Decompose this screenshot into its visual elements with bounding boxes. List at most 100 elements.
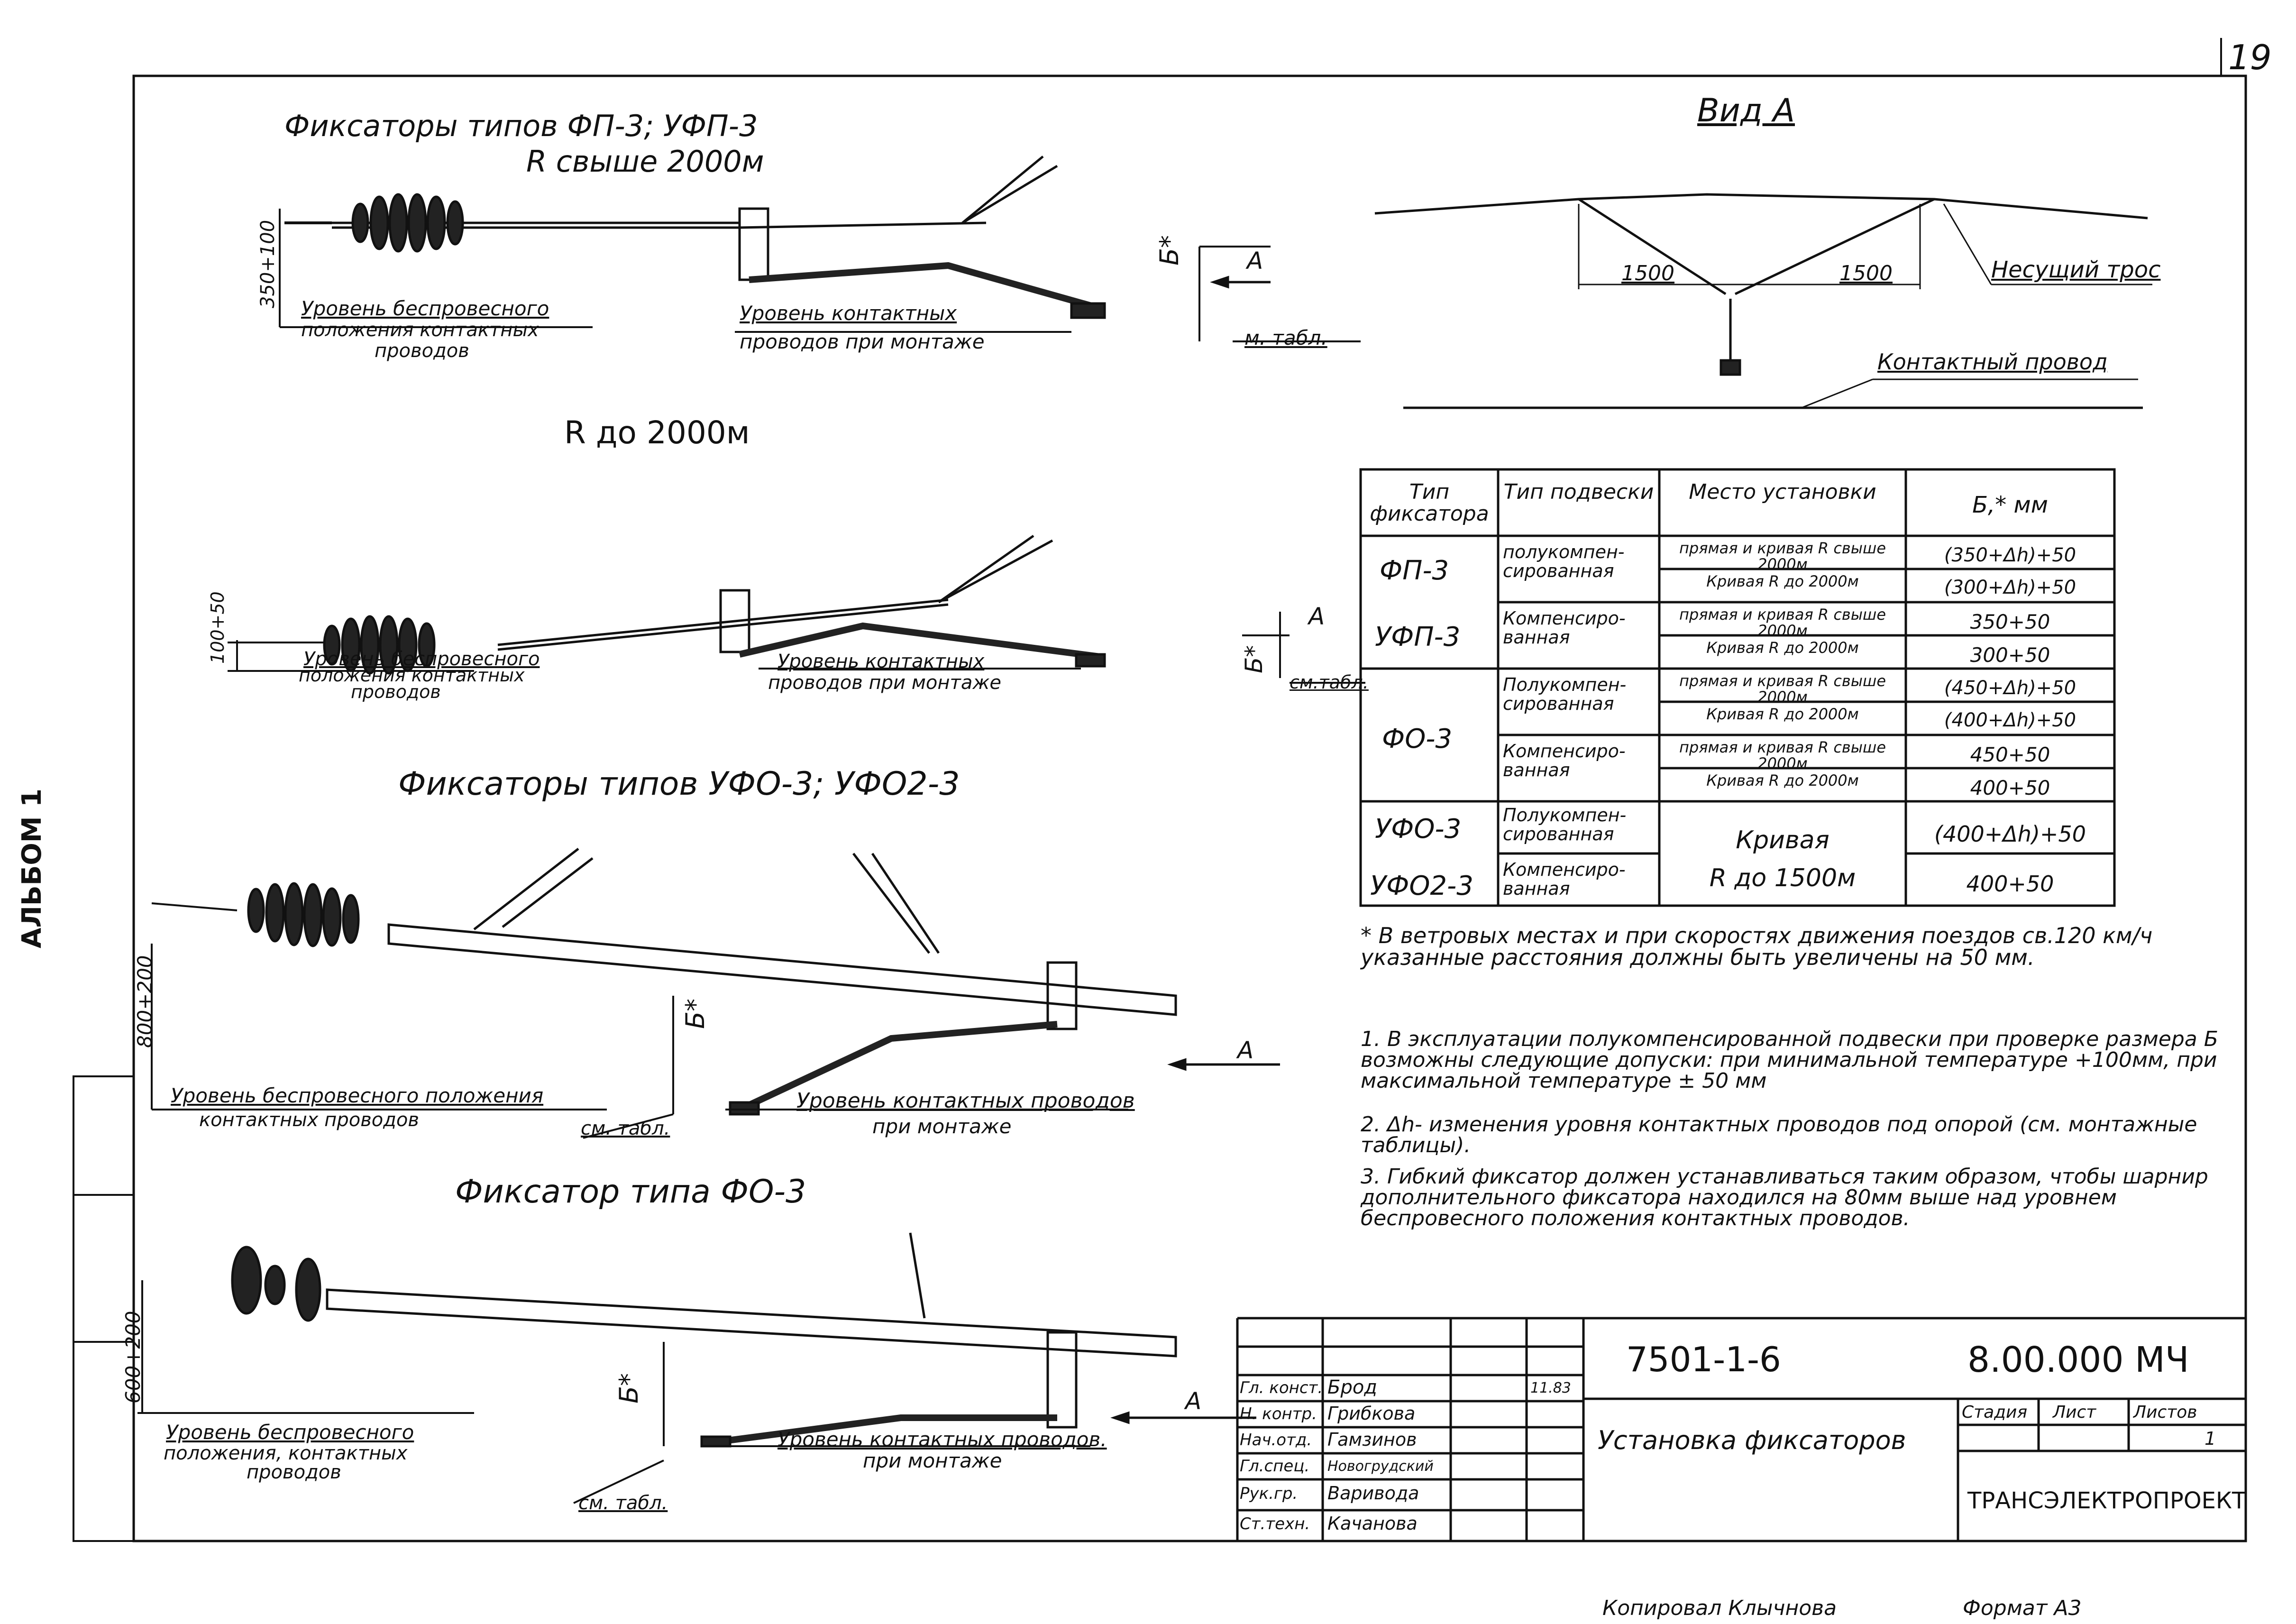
table-place-5: прямая и кривая R свыше 2000м (1679, 672, 1886, 706)
table-fixator-ufo3: УФО-3 (1375, 814, 1462, 844)
section2-b-star: Б* (1240, 645, 1268, 673)
table-header-suspension: Тип подвески (1503, 480, 1654, 504)
tb-sheets-label: Листов (2133, 1403, 2197, 1422)
tb-code: 8.00.000 МЧ (1967, 1340, 2189, 1380)
insulator-3 (247, 882, 360, 947)
view-a-drawing (1374, 193, 2152, 409)
tb-name-6: Качанова (1327, 1513, 1418, 1534)
fixator-fp3-drawing (279, 156, 1361, 342)
table-suspension-3: Полукомпен-сированная (1503, 674, 1627, 714)
left-binding-strip (73, 1075, 135, 1542)
table-place-3: прямая и кривая R свыше 2000м (1679, 606, 1886, 640)
tb-role-1: Гл. конст. (1240, 1378, 1323, 1397)
section1-level1-line3: проводов (375, 340, 469, 362)
table-value-3: 350+50 (1970, 610, 2050, 633)
section1-level1-line1: Уровень беспровесного (301, 297, 549, 320)
section1-b-star: Б* (1154, 235, 1184, 266)
view-a-title: Вид А (1697, 92, 1795, 129)
table-fixator-ufp3: УФП-3 (1375, 622, 1461, 652)
section2-title: R до 2000м (564, 414, 750, 451)
table-place-9: Кривая (1736, 826, 1829, 854)
section2-level2-line1: Уровень контактных (778, 651, 985, 672)
view-a-dim-left: 1500 (1621, 261, 1674, 285)
section3-level2-line2: при монтаже (872, 1115, 1012, 1138)
section2-level1-line2: положения контактных (299, 665, 525, 686)
view-a-dim-right: 1500 (1839, 261, 1893, 285)
bottom-copied: Копировал Клычнова (1602, 1596, 1837, 1620)
album-label: АЛЬБОМ 1 (17, 788, 47, 948)
insulator-1 (351, 193, 464, 253)
section2-level1-line3: проводов (351, 681, 441, 702)
section3-level2-line1: Уровень контактных проводов (796, 1089, 1135, 1113)
section1-see-table: м. табл. (1244, 326, 1327, 349)
section4-level2-line2: при монтаже (863, 1449, 1002, 1472)
section2-see-table: см.табл. (1290, 672, 1369, 693)
section3-arrow-a: А (1237, 1037, 1254, 1064)
table-suspension-2: Компенсиро-ванная (1503, 608, 1626, 648)
section4-title: Фиксатор типа ФО-3 (455, 1173, 806, 1211)
table-suspension-5: Полукомпен-сированная (1503, 805, 1627, 844)
section3-dim-vertical: 800+200 (133, 955, 156, 1048)
section2-level2-line2: проводов при монтаже (768, 672, 1001, 694)
section4-level1-line3: проводов (247, 1461, 341, 1483)
table-value-8: 400+50 (1970, 776, 2050, 799)
tb-name-1: Брод (1327, 1376, 1377, 1398)
tb-role-4: Гл.спец. (1240, 1457, 1310, 1476)
table-suspension-6: Компенсиро-ванная (1503, 859, 1626, 899)
section4-arrow-a: А (1185, 1387, 1202, 1415)
table-header-place: Место установки (1689, 480, 1876, 504)
tb-role-5: Рук.гр. (1240, 1484, 1298, 1503)
table-suspension-4: Компенсиро-ванная (1503, 741, 1626, 780)
section4-level1-line1: Уровень беспровесного (166, 1421, 414, 1444)
section2-arrow-a: А (1308, 603, 1325, 630)
table-value-4: 300+50 (1970, 643, 2050, 667)
section4-dim-vertical: 600+200 (121, 1311, 145, 1404)
view-a-label-messenger: Несущий трос (1991, 257, 2161, 283)
tb-name-2: Грибкова (1327, 1403, 1416, 1424)
table-value-6: (400+Δh)+50 (1944, 709, 2076, 731)
tb-sheets-value: 1 (2205, 1428, 2216, 1449)
note-3: 3. Гибкий фиксатор должен устанавливатьс… (1361, 1165, 2208, 1230)
section1-level1-line2: положения контактных (301, 319, 539, 341)
table-value-1: (350+Δh)+50 (1944, 544, 2076, 566)
footnote: * В ветровых местах и при скоростях движ… (1361, 923, 2153, 970)
bottom-format: Формат А3 (1963, 1596, 2082, 1620)
page-number: 19 (2228, 37, 2272, 77)
section4-see-table: см. табл. (578, 1492, 668, 1514)
tb-role-2: Н. контр. (1240, 1404, 1317, 1423)
table-fixator-fo3: ФО-3 (1382, 724, 1453, 754)
table-fixator-ufo2-3: УФО2-3 (1370, 871, 1473, 901)
table-place-1: прямая и кривая R свыше 2000м (1679, 539, 1886, 573)
table-place-8: Кривая R до 2000м (1706, 771, 1859, 789)
fixator-ufo3-drawing (151, 848, 1280, 1139)
table-place-4: Кривая R до 2000м (1706, 639, 1859, 657)
table-value-5: (450+Δh)+50 (1944, 677, 2076, 699)
insulator-4 (231, 1246, 321, 1322)
tb-org: ТРАНСЭЛЕКТРОПРОЕКТ (1967, 1487, 2246, 1514)
section3-see-table: см. табл. (581, 1118, 670, 1139)
section1-title-line2: R свыше 2000м (526, 144, 764, 179)
tb-title: Установка фиксаторов (1598, 1425, 1906, 1455)
table-fixator-fp3: ФП-3 (1380, 555, 1449, 586)
spec-table-grid (1359, 468, 2116, 907)
section1-arrow-a: А (1247, 247, 1263, 275)
table-value-9: (400+Δh)+50 (1934, 821, 2086, 847)
note-1: 1. В эксплуатации полукомпенсированной п… (1361, 1027, 2218, 1093)
tb-role-6: Ст.техн. (1240, 1514, 1310, 1533)
section1-title-line1: Фиксаторы типов ФП-3; УФП-3 (284, 109, 758, 143)
table-header-b: Б,* мм (1972, 492, 2048, 518)
insulator-2 (323, 615, 436, 675)
section4-level1-line2: положения, контактных (164, 1442, 408, 1464)
table-place-10: R до 1500м (1709, 864, 1856, 892)
tb-name-3: Гамзинов (1327, 1429, 1417, 1450)
section4-b-star: Б* (614, 1373, 644, 1404)
tb-doc-number: 7501-1-6 (1626, 1340, 1781, 1379)
table-value-7: 450+50 (1970, 743, 2050, 766)
table-place-6: Кривая R до 2000м (1706, 705, 1859, 723)
tb-stage-label: Стадия (1962, 1403, 2028, 1422)
tb-sheet-label: Лист (2053, 1403, 2096, 1422)
section3-level1-line2: контактных проводов (199, 1109, 419, 1131)
sheet-frame (132, 74, 2247, 1542)
table-place-2: Кривая R до 2000м (1706, 572, 1859, 590)
